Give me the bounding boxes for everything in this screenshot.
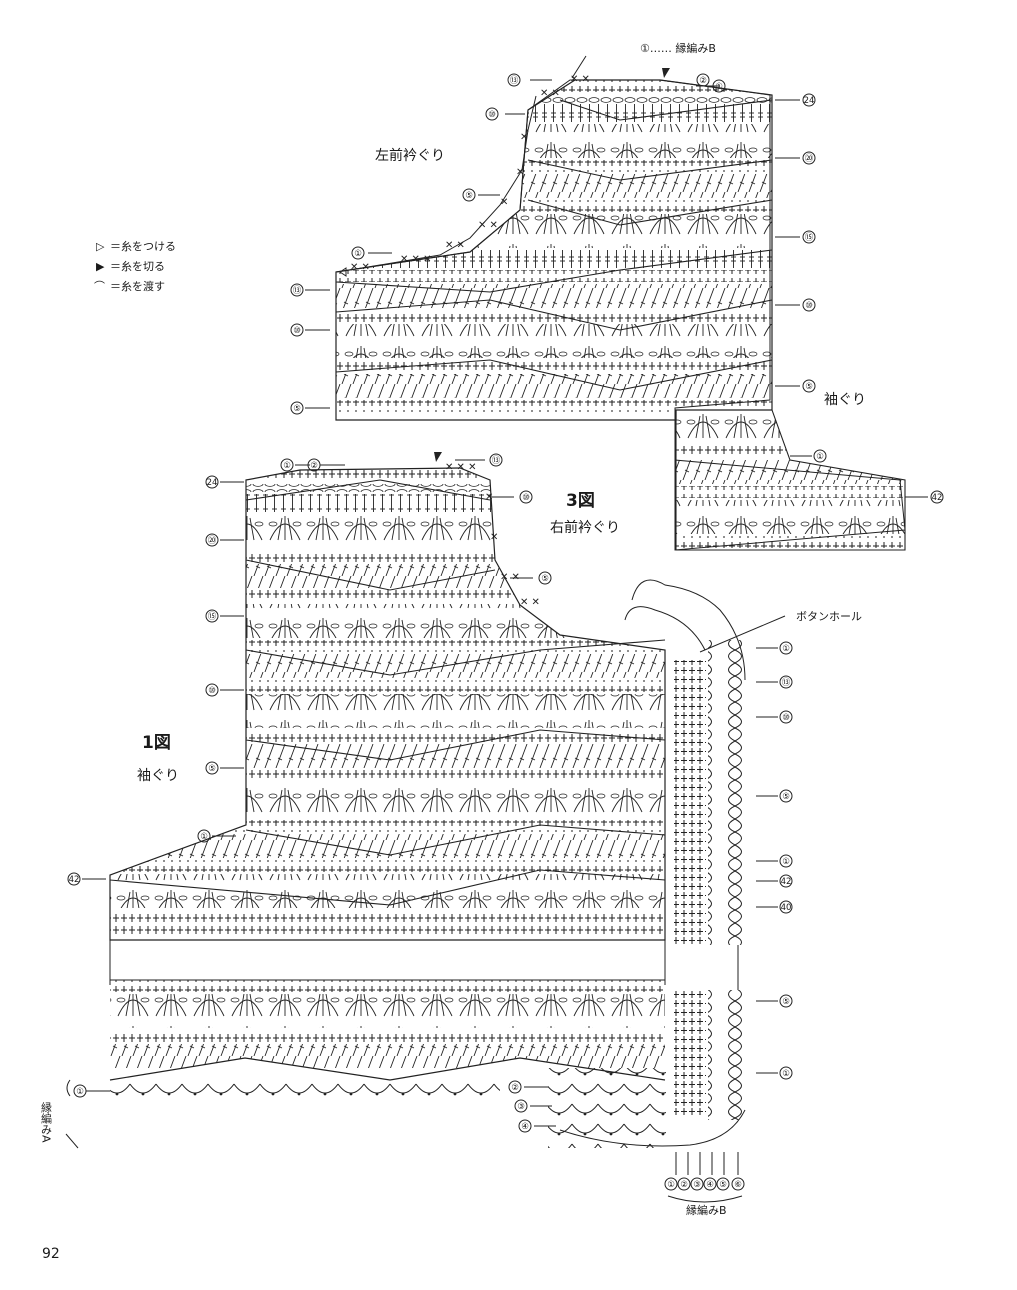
row-13-top: ⑬ [510,76,519,86]
row-1-top-right: ① [715,82,723,92]
row-1-top: ① [354,249,362,259]
row-2-top-fig1: ② [310,461,318,471]
band-row-42: 42 [781,877,792,887]
edge-b-bottom-label: 縁編みB [686,1203,727,1217]
buttonhole-label: ボタンホール [796,610,862,623]
page-number: 92 [42,1246,60,1262]
row-5-left-fig1: ⑤ [208,764,216,774]
fig1-row-markers [65,459,786,1203]
svg-text:✕ ✕: ✕ ✕ [500,572,520,583]
svg-text:✕: ✕ [516,167,524,178]
row-1-left-fig1: ① [200,832,208,842]
band-row-5b: ⑤ [782,997,790,1007]
row-5-left: ⑤ [293,404,301,414]
row-10-right: ⑩ [805,301,813,311]
row-24-left: 24 [207,478,218,488]
row-10-top-fig1: ⑩ [522,493,530,503]
edge-b-row-1: ① [667,1180,675,1190]
band-row-1c: ① [782,1069,790,1079]
row-15-right: ⑮ [805,233,814,243]
svg-text:✕ ✕: ✕ ✕ [445,240,465,251]
svg-text:✕ ✕: ✕ ✕ [478,220,498,231]
band-row-5: ⑤ [782,792,790,802]
row-5-top: ⑤ [465,191,473,201]
corner-row-2: ② [511,1083,519,1093]
corner-row-3: ③ [517,1102,525,1112]
svg-text:✕: ✕ [500,197,508,208]
band-row-40: 40 [781,903,792,913]
row-15-left: ⑮ [208,612,217,622]
row-1-right: ① [816,452,824,462]
fig3-row-markers [305,79,928,498]
legend-cut-text: ＝糸を切る [110,260,165,273]
edge-b-row-5: ⑤ [719,1180,727,1190]
left-neck-label: 左前衿ぐり [375,147,445,164]
row-42-right: 42 [932,493,943,503]
edge-b-row-2: ② [680,1180,688,1190]
row-13-left: ⑬ [293,286,302,296]
svg-text:✕ ✕: ✕ ✕ [350,262,370,273]
band-row-13: ⑬ [782,678,791,688]
legend-carry-symbol: ⌒ [94,280,105,293]
legend-attach-symbol: ▷ [96,240,105,253]
row-10-left-fig1: ⑩ [208,686,216,696]
edge-b-top-label: ①…… 縁編みB [640,41,716,55]
row-24-right: 24 [804,96,815,106]
svg-text:✕ ✕ ✕: ✕ ✕ ✕ [445,462,477,473]
fig1-body: ✕ ✕ ✕ ✕ ✕ ✕ ✕ ✕ ✕ [109,452,748,1148]
row-10-left: ⑩ [293,326,301,336]
row-5-right: ⑤ [805,382,813,392]
edge-b-row-4: ④ [706,1180,714,1190]
edge-a-label: 縁編みA [40,1101,53,1143]
svg-text:✕: ✕ [520,132,528,143]
row-13-top-fig1: ⑬ [492,456,501,466]
corner-row-4: ④ [521,1122,529,1132]
right-neck-label: 右前衿ぐり [550,519,620,536]
edge-b-row-6: ⑥ [734,1180,742,1190]
band-row-1b: ① [782,857,790,867]
svg-text:✕ ✕: ✕ ✕ [520,597,540,608]
fig1-row-numbers: 24 ⑳ ⑮ ⑩ ⑤ ① 42 ① ① ② ⑬ ⑩ ⑤ ① ⑬ ⑩ ⑤ ① 42… [67,453,793,1191]
legend-cut-symbol: ▶ [96,260,105,273]
armhole-label-1: 袖ぐり [137,768,179,784]
svg-text:✕ ✕: ✕ ✕ [570,74,590,85]
band-row-10: ⑩ [782,713,790,723]
row-10-top: ⑩ [488,110,496,120]
row-1-top-fig1: ① [283,461,291,471]
fig3-title: 3図 [566,491,595,511]
svg-text:✕: ✕ [490,532,498,543]
legend: ▷ ＝糸をつける ▶ ＝糸を切る ⌒ ＝糸を渡す [94,240,176,293]
svg-text:✕ ✕: ✕ ✕ [540,88,560,99]
fig3-row-numbers: ⑬ ⑩ ⑤ 24 ⑳ ⑮ ⑩ ⑤ ① 42 ⑬ ⑩ ⑤ ① ② ① [290,73,944,504]
row-1-edge-a: ① [76,1087,84,1097]
armhole-label-3: 袖ぐり [824,392,866,408]
svg-text:✕: ✕ [485,492,493,503]
legend-carry-text: ＝糸を渡す [110,279,165,293]
legend-attach-text: ＝糸をつける [110,240,176,253]
row-20-left: ⑳ [208,536,217,546]
band-row-1: ① [782,644,790,654]
row-2-top: ② [699,76,707,86]
svg-text:✕ ✕ ✕: ✕ ✕ ✕ [400,254,432,265]
row-42-left: 42 [69,875,80,885]
edge-b-row-3: ③ [693,1180,701,1190]
row-5-top-fig1: ⑤ [541,574,549,584]
fig1-title: 1図 [142,733,171,753]
row-20-right: ⑳ [805,154,814,164]
